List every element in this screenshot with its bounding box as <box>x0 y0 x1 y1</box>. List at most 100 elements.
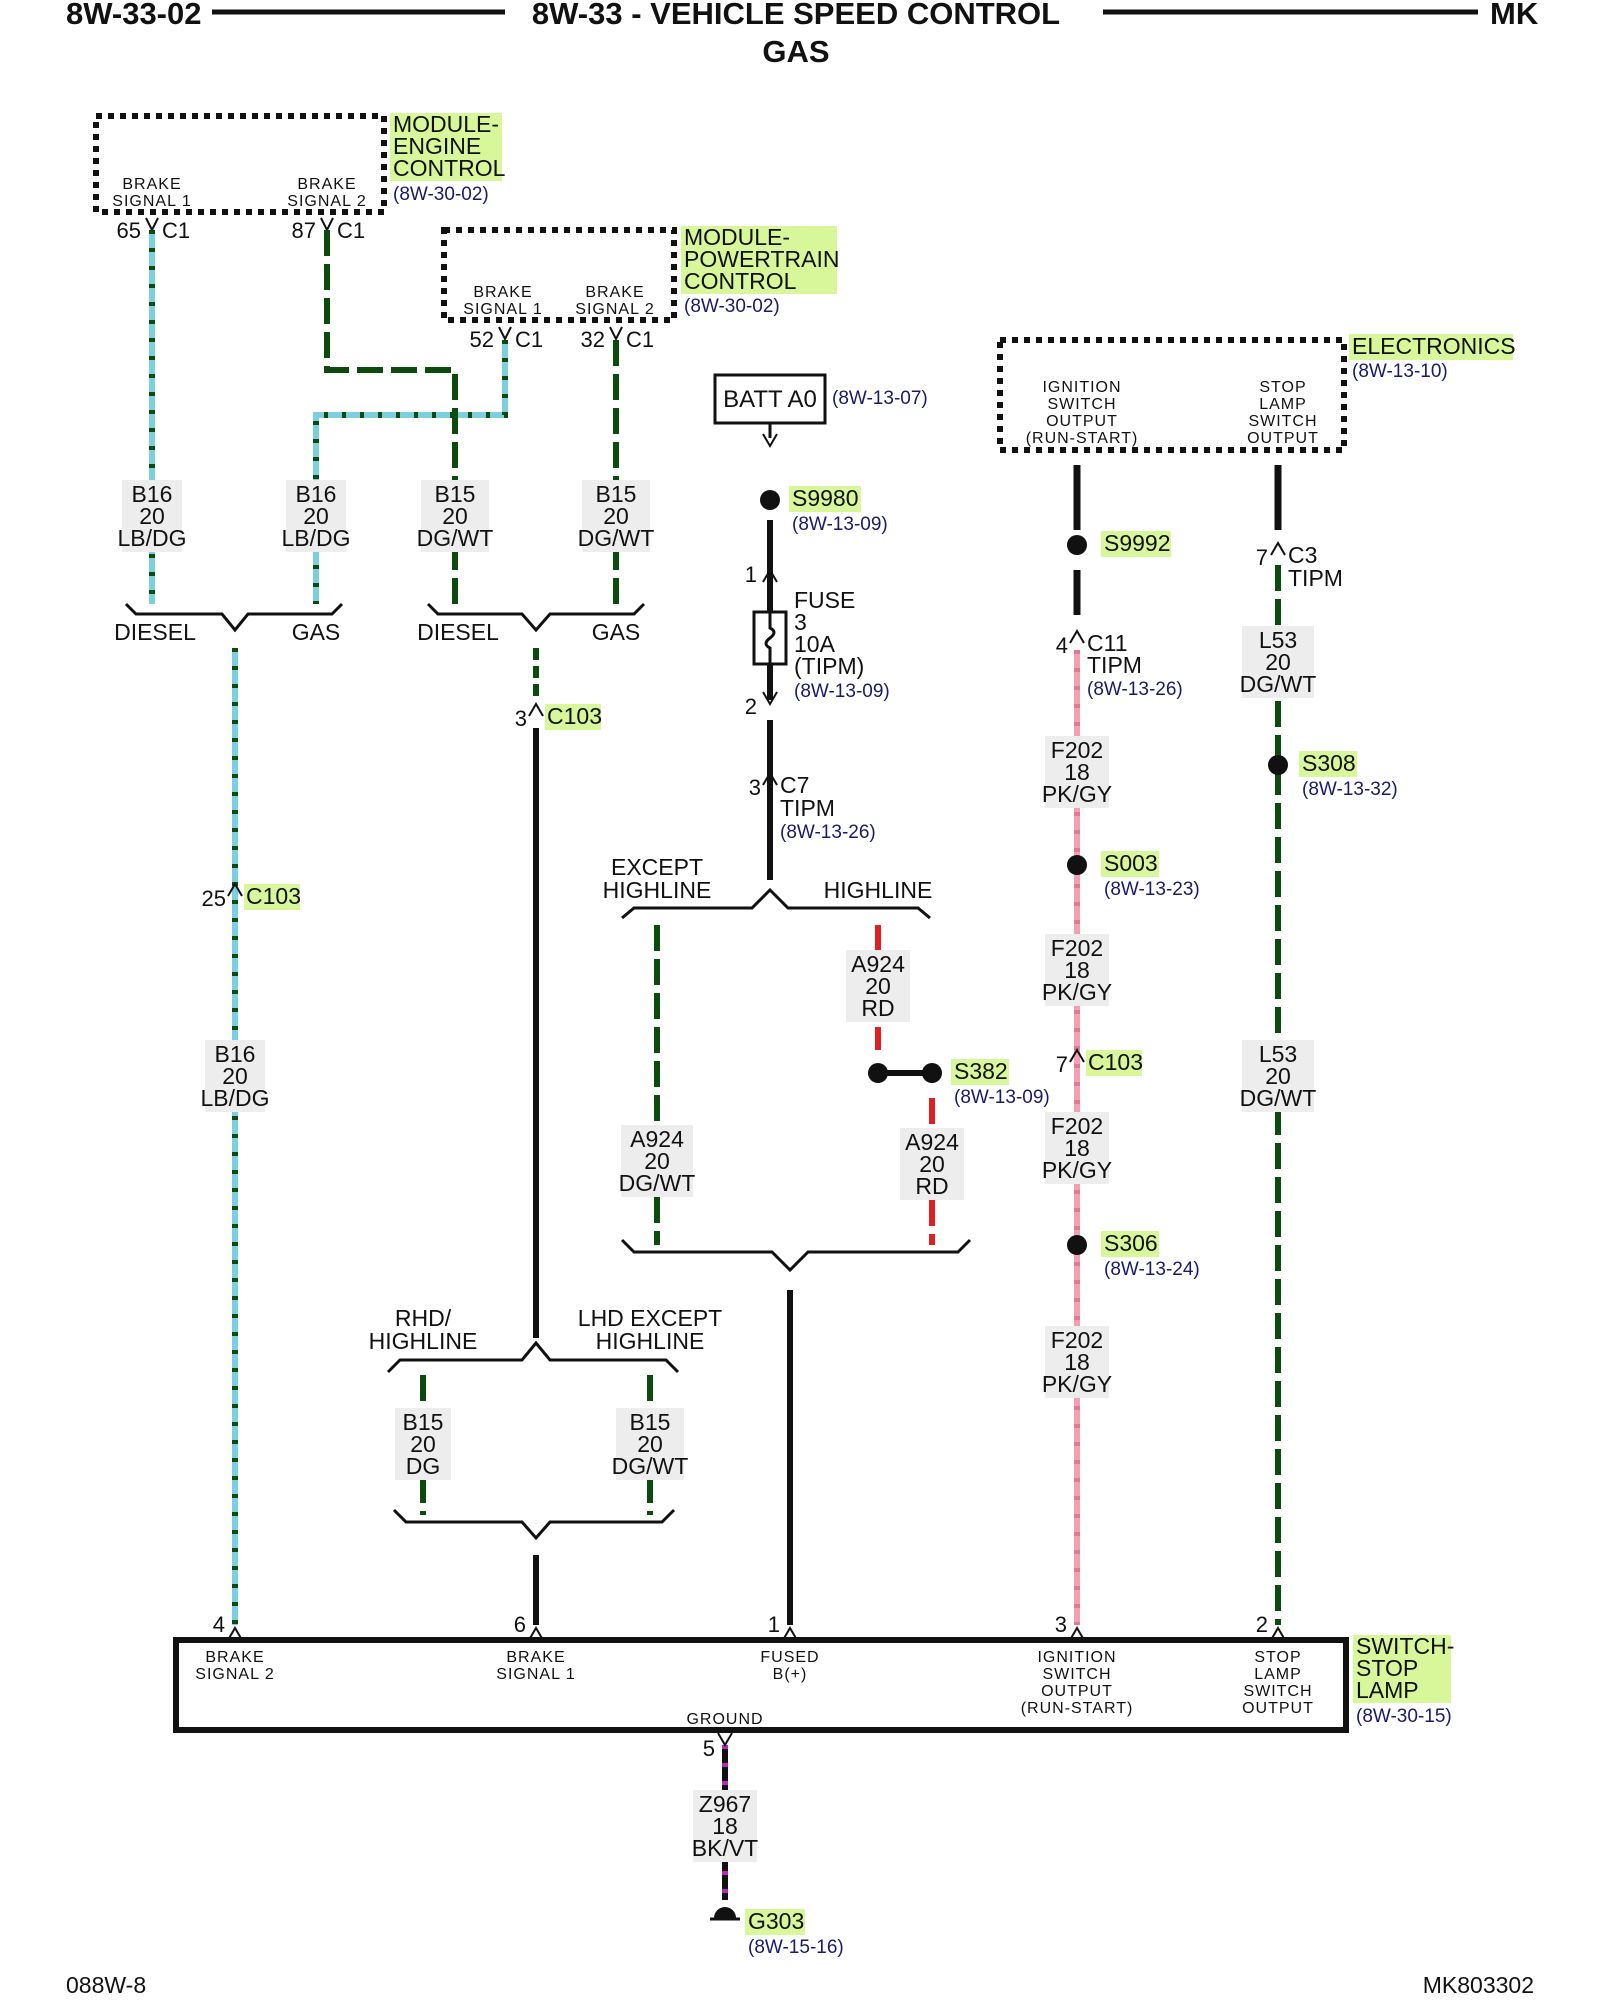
pcm-name-line2: POWERTRAIN <box>684 246 839 272</box>
pcm-pin2-connector-icon <box>609 326 623 342</box>
wire-color: PK/GY <box>1042 979 1112 1005</box>
splice-dot <box>1067 535 1087 555</box>
splice-ref: (8W-13-32) <box>1302 779 1398 800</box>
switch-pin-2-label-line2: LAMP <box>1254 1666 1302 1683</box>
switch-pin-2-label-line4: OUTPUT <box>1242 1700 1314 1717</box>
wire-label-f202-1: F202 18 PK/GY <box>1042 736 1112 808</box>
connector-name-highlight <box>244 884 300 910</box>
wire-code: B15 <box>403 1409 444 1435</box>
pcm-name-line3: CONTROL <box>684 268 797 294</box>
wire-color: DG/WT <box>417 525 494 551</box>
wire-label-bg <box>205 1040 265 1112</box>
wire-gauge: 20 <box>303 503 329 529</box>
ground-ref: (8W-15-16) <box>748 1937 844 1958</box>
option-gas-1: GAS <box>292 619 341 645</box>
ecm-pin1-connector-icon <box>145 217 159 233</box>
option-lhd-except-highline-line2: HIGHLINE <box>596 1328 705 1354</box>
footer-code-right: MK803302 <box>1423 1972 1534 1998</box>
wire-label-bg <box>1242 1040 1314 1112</box>
switch-pin-4-label-line1: BRAKE <box>205 1649 264 1666</box>
wire-gauge: 18 <box>1064 759 1090 785</box>
fuse-pin-in: 1 <box>745 562 757 587</box>
connector-name: C11 <box>1087 630 1128 656</box>
splice-ref: (8W-13-23) <box>1104 879 1200 900</box>
electronics-pin1-label-line3: OUTPUT <box>1046 413 1118 430</box>
wire-color: PK/GY <box>1042 1371 1112 1397</box>
wire-gauge: 18 <box>712 1813 738 1839</box>
fuse-pin-out: 2 <box>745 694 757 719</box>
connector-name: C103 <box>246 883 301 909</box>
electronics-outline <box>997 337 1347 453</box>
wire-code: F202 <box>1051 935 1103 961</box>
wire-gauge: 18 <box>1064 957 1090 983</box>
wire-color: PK/GY <box>1042 781 1112 807</box>
brace-rhd-lhd-merge <box>392 1508 676 1541</box>
connector-pin: 3 <box>515 706 527 731</box>
wire-color: DG/WT <box>1240 1085 1317 1111</box>
fuse-pin-out-connector-icon <box>762 691 778 706</box>
pcm-ref: (8W-30-02) <box>684 296 780 317</box>
connector-pin: 25 <box>202 886 226 911</box>
switch-pin-2-label-line1: STOP <box>1254 1649 1301 1666</box>
wire-label-bg <box>900 1128 964 1200</box>
ecm-ref: (8W-30-02) <box>393 184 489 205</box>
switch-name-line3: LAMP <box>1356 1677 1419 1703</box>
option-gas-2: GAS <box>592 619 641 645</box>
splice-name-highlight <box>951 1059 1009 1085</box>
splice-name-highlight <box>789 486 861 512</box>
switch-pin-3-label-line3: OUTPUT <box>1041 1683 1113 1700</box>
wire-gauge: 18 <box>1064 1349 1090 1375</box>
ecm-name-line3: CONTROL <box>393 155 506 181</box>
wire-code: A924 <box>905 1129 959 1155</box>
switch-pin-2-label-line3: SWITCH <box>1243 1683 1312 1700</box>
electronics-pin1-label-line2: SWITCH <box>1047 396 1116 413</box>
switch-ref: (8W-30-15) <box>1356 1706 1452 1727</box>
connector-name-highlight <box>1086 1050 1142 1076</box>
wire-label-b16-diesel: B16 20 LB/DG <box>117 480 187 552</box>
splice-name: S306 <box>1104 1230 1158 1256</box>
switch-pin-1-label-line2: B(+) <box>773 1666 808 1683</box>
wire-color: LB/DG <box>117 525 186 551</box>
ecm-name-line2: ENGINE <box>393 133 481 159</box>
electronics-name-highlight <box>1349 334 1513 360</box>
switch-pin-2-connector-icon <box>1270 1626 1286 1641</box>
wire-label-bg <box>286 480 346 552</box>
splice-s9980: S9980 (8W-13-09) <box>760 485 888 535</box>
pcm-pin2-label-line2: SIGNAL 2 <box>575 301 654 318</box>
splice-s382: S382 (8W-13-09) <box>868 1058 1050 1108</box>
connector-name: C3 <box>1288 542 1317 568</box>
brace-highline-split <box>621 887 931 920</box>
option-except-highline-line2: HIGHLINE <box>603 877 712 903</box>
switch-ground-label: GROUND <box>686 1711 763 1728</box>
wire-color: BK/VT <box>692 1835 758 1861</box>
wire-color: DG/WT <box>578 525 655 551</box>
wire-code: A924 <box>630 1126 684 1152</box>
wire-gauge: 20 <box>442 503 468 529</box>
wire-label-b16-gas: B16 20 LB/DG <box>281 480 351 552</box>
connector-icon <box>1069 1048 1085 1063</box>
ecm-pin1-label-line2: SIGNAL 1 <box>112 193 191 210</box>
splice-ref: (8W-13-09) <box>954 1087 1050 1108</box>
wire-code: B15 <box>630 1409 671 1435</box>
splice-name: S9980 <box>792 485 859 511</box>
connector-icon <box>1069 629 1085 644</box>
batt-a0-source: BATT A0 (8W-13-07) <box>713 373 928 448</box>
connector-c103-c: 7 C103 <box>1056 1048 1143 1077</box>
switch-pin-4-label-line2: SIGNAL 2 <box>195 1666 274 1683</box>
wire-code: B15 <box>435 481 476 507</box>
wire-code: F202 <box>1051 1327 1103 1353</box>
wire-label-bg <box>421 480 489 552</box>
wire-code: A924 <box>851 951 905 977</box>
wire-label-f202-2: F202 18 PK/GY <box>1042 934 1112 1006</box>
wire-color: DG/WT <box>619 1170 696 1196</box>
ecm-pin1-conn: C1 <box>162 218 190 243</box>
connector-c103-b: 25 C103 <box>202 882 301 911</box>
ecm-name-line1: MODULE- <box>393 111 499 137</box>
option-highline: HIGHLINE <box>824 877 933 903</box>
connector-c3: 7 C3 TIPM <box>1256 541 1343 591</box>
wire-label-l53-2: L53 20 DG/WT <box>1240 1040 1317 1112</box>
wire-label-bg <box>395 1408 451 1480</box>
wire-label-a924-except: A924 20 DG/WT <box>619 1125 696 1197</box>
connector-icon <box>1270 541 1286 556</box>
splice-name: S9992 <box>1104 530 1171 556</box>
